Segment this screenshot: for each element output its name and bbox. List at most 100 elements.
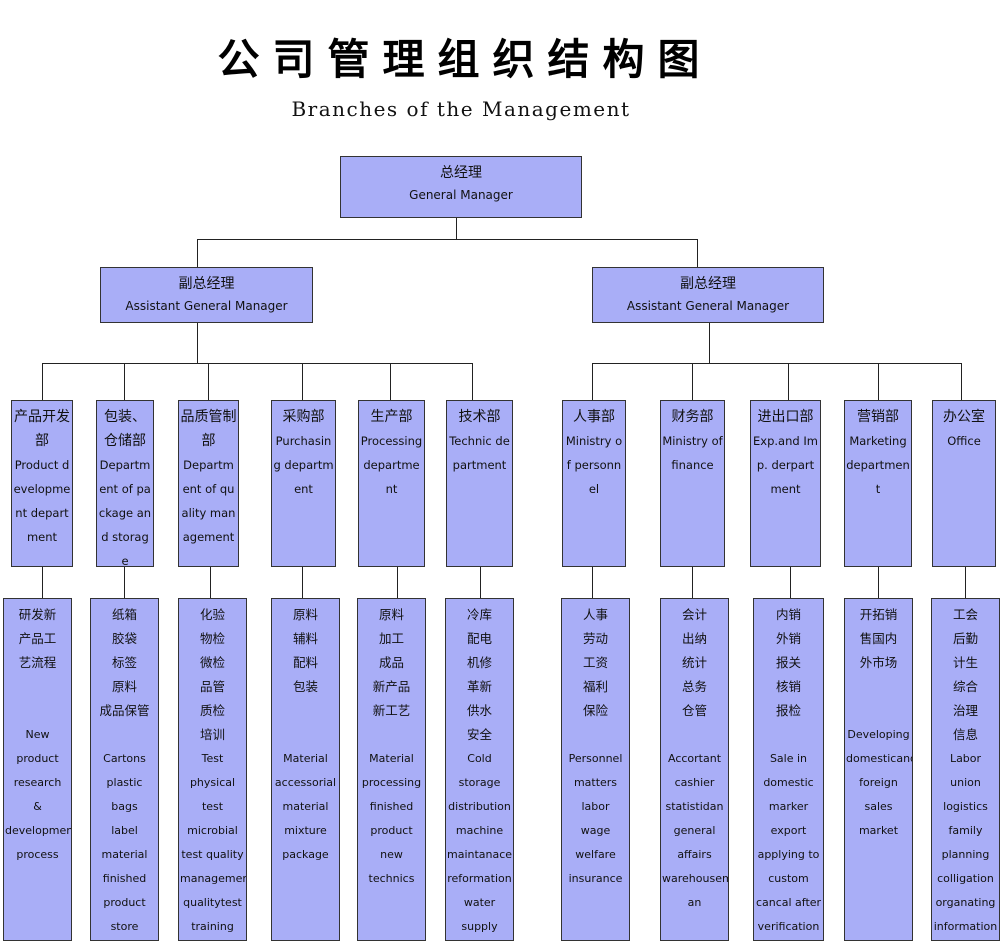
task-en: Material accessorial material mixture pa… <box>274 752 337 861</box>
task-box-quality: 化验 物检 微检 品管 质检 培训 Test physical test mic… <box>178 598 247 941</box>
dept-en: Processing department <box>360 434 423 496</box>
task-en: Developing domesticand foreign sales mar… <box>846 728 913 837</box>
connector-line <box>878 566 879 598</box>
dept-zh: 采购部 <box>282 409 325 425</box>
task-zh: 工会 后勤 计生 综合 治理 信息 <box>952 607 978 742</box>
task-box-processing: 原料 加工 成品 新产品 新工艺 Material processing fin… <box>357 598 426 941</box>
general-manager-box: 总经理 General Manager <box>340 156 582 218</box>
connector-line <box>397 566 398 598</box>
dept-zh: 产品开发部 <box>14 409 70 449</box>
task-box-office: 工会 后勤 计生 综合 治理 信息 Labor union logistics … <box>931 598 1000 941</box>
assistant-manager-en: Assistant General Manager <box>125 299 288 313</box>
dept-box-package-storage: 包装、仓储部 Department of package and storage <box>96 400 154 567</box>
dept-en: Ministry of finance <box>662 434 723 472</box>
dept-box-technic: 技术部 Technic department <box>446 400 513 567</box>
task-box-marketing: 开拓销 售国内 外市场 Developing domesticand forei… <box>844 598 913 941</box>
connector-line <box>390 363 391 400</box>
connector-line <box>472 363 473 400</box>
dept-box-product-development: 产品开发部 Product development department <box>11 400 73 567</box>
chart-title: 公司管理组织结构图 <box>217 35 713 84</box>
connector-line <box>592 566 593 598</box>
dept-box-purchasing: 采购部 Purchasing department <box>271 400 336 567</box>
connector-line <box>709 322 710 363</box>
connector-line <box>197 239 697 240</box>
task-en: New product research & development proce… <box>5 728 72 861</box>
task-zh: 纸箱 胶袋 标签 原料 成品保管 <box>99 607 150 718</box>
connector-line <box>197 322 198 363</box>
connector-line <box>42 363 472 364</box>
dept-zh: 营销部 <box>857 409 899 425</box>
task-zh: 原料 辅料 配料 包装 <box>292 607 318 694</box>
dept-zh: 生产部 <box>370 409 413 425</box>
dept-box-processing: 生产部 Processing department <box>358 400 425 567</box>
dept-en: Office <box>947 434 981 448</box>
task-en: Cold storage distribution machine mainta… <box>447 752 513 933</box>
dept-box-finance: 财务部 Ministry of finance <box>660 400 725 567</box>
task-zh: 会计 出纳 统计 总务 仓管 <box>681 607 707 718</box>
dept-zh: 进出口部 <box>757 409 814 425</box>
connector-line <box>302 363 303 400</box>
task-box-purchasing: 原料 辅料 配料 包装 Material accessorial materia… <box>271 598 340 941</box>
connector-line <box>42 566 43 598</box>
task-zh: 化验 物检 微检 品管 质检 培训 <box>199 607 225 742</box>
connector-line <box>790 566 791 598</box>
task-box-technic: 冷库 配电 机修 革新 供水 安全 Cold storage distribut… <box>445 598 514 941</box>
dept-en: Exp.and Imp. derpartment <box>753 434 818 496</box>
dept-en: Purchasing department <box>273 434 334 496</box>
connector-line <box>208 363 209 400</box>
task-zh: 人事 劳动 工资 福利 保险 <box>582 607 608 718</box>
connector-line <box>210 566 211 598</box>
connector-line <box>124 363 125 400</box>
task-zh: 内销 外销 报关 核销 报检 <box>775 607 801 718</box>
dept-box-quality: 品质管制部 Department of quality management <box>178 400 239 567</box>
dept-en: Department of package and storage <box>98 458 152 567</box>
dept-zh: 办公室 <box>943 409 985 425</box>
task-box-personnel: 人事 劳动 工资 福利 保险 Personnel matters labor w… <box>561 598 630 941</box>
dept-box-import-export: 进出口部 Exp.and Imp. derpartment <box>750 400 821 567</box>
assistant-manager-en: Assistant General Manager <box>626 299 790 313</box>
task-en: Material processing finished product new… <box>361 752 422 885</box>
task-en: Test physical test microbial test qualit… <box>180 752 247 933</box>
dept-en: Department of quality management <box>181 458 236 544</box>
task-zh: 原料 加工 成品 新产品 新工艺 <box>372 607 411 718</box>
assistant-manager-zh: 副总经理 <box>680 276 736 292</box>
general-manager-en: General Manager <box>409 188 513 202</box>
assistant-manager-box-left: 副总经理 Assistant General Manager <box>100 267 313 323</box>
dept-zh: 财务部 <box>671 409 714 425</box>
dept-box-office: 办公室 Office <box>932 400 996 567</box>
task-zh: 开拓销 售国内 外市场 <box>859 607 898 670</box>
dept-box-marketing: 营销部 Marketing department <box>844 400 912 567</box>
connector-line <box>302 566 303 598</box>
connector-line <box>480 566 481 598</box>
assistant-manager-zh: 副总经理 <box>178 276 235 292</box>
task-zh: 冷库 配电 机修 革新 供水 安全 <box>466 607 492 742</box>
dept-zh: 包装、仓储部 <box>104 409 146 449</box>
connector-line <box>456 217 457 239</box>
connector-line <box>692 363 693 400</box>
connector-line <box>42 363 43 400</box>
task-en: Labor union logistics family planning co… <box>933 752 998 933</box>
connector-line <box>197 239 198 267</box>
task-en: Accortant cashier statistidan general af… <box>662 752 729 909</box>
assistant-manager-box-right: 副总经理 Assistant General Manager <box>592 267 824 323</box>
task-en: Personnel matters labor wage welfare ins… <box>568 752 623 885</box>
task-box-package-storage: 纸箱 胶袋 标签 原料 成品保管 Cartons plastic bags la… <box>90 598 159 941</box>
task-box-import-export: 内销 外销 报关 核销 报检 Sale in domestic marker e… <box>753 598 824 941</box>
connector-line <box>697 239 698 267</box>
dept-en: Technic department <box>449 434 510 472</box>
connector-line <box>965 566 966 598</box>
task-box-product-development: 研发新 产品工 艺流程 New product research & devel… <box>3 598 72 941</box>
dept-en: Marketing department <box>846 434 910 496</box>
dept-zh: 技术部 <box>458 409 501 425</box>
dept-en: Product development department <box>13 458 71 544</box>
connector-line <box>878 363 879 400</box>
connector-line <box>124 566 125 598</box>
connector-line <box>592 363 961 364</box>
connector-line <box>788 363 789 400</box>
task-zh: 研发新 产品工 艺流程 <box>18 607 57 670</box>
connector-line <box>961 363 962 400</box>
dept-zh: 品质管制部 <box>180 409 237 449</box>
task-en: Sale in domestic marker export applying … <box>755 752 822 933</box>
dept-en: Ministry of personnel <box>565 434 623 496</box>
task-box-finance: 会计 出纳 统计 总务 仓管 Accortant cashier statist… <box>660 598 729 941</box>
